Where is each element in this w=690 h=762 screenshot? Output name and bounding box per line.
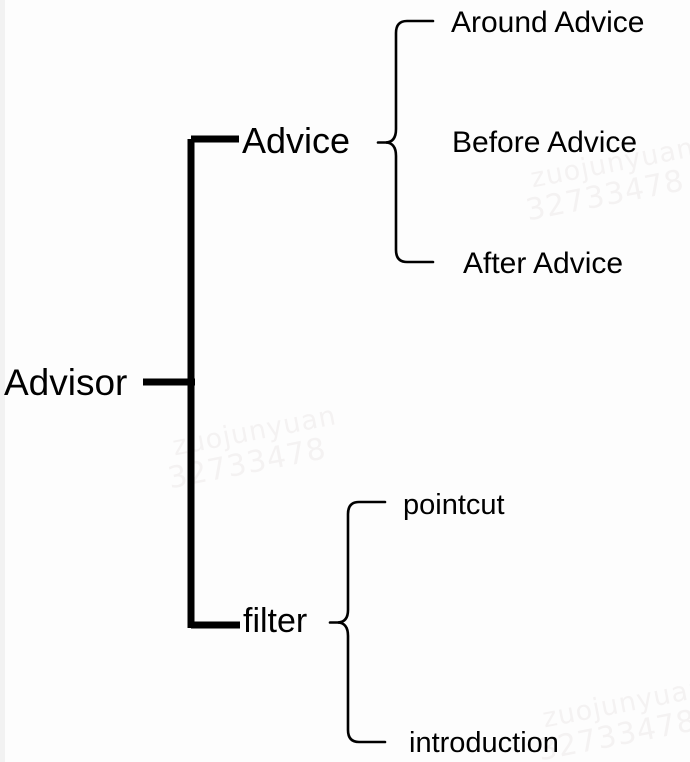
node-advisor[interactable]: Advisor <box>4 362 128 403</box>
brace-advice <box>376 19 435 264</box>
node-introduction[interactable]: introduction <box>409 727 559 759</box>
node-before-advice[interactable]: Before Advice <box>452 126 638 159</box>
node-around-advice[interactable]: Around Advice <box>451 6 645 39</box>
node-advice[interactable]: Advice <box>242 120 351 161</box>
node-pointcut[interactable]: pointcut <box>403 489 505 521</box>
brace-filter <box>328 500 387 744</box>
node-filter[interactable]: filter <box>243 602 308 640</box>
node-after-advice[interactable]: After Advice <box>463 247 624 280</box>
left-edge-strip <box>0 0 5 762</box>
